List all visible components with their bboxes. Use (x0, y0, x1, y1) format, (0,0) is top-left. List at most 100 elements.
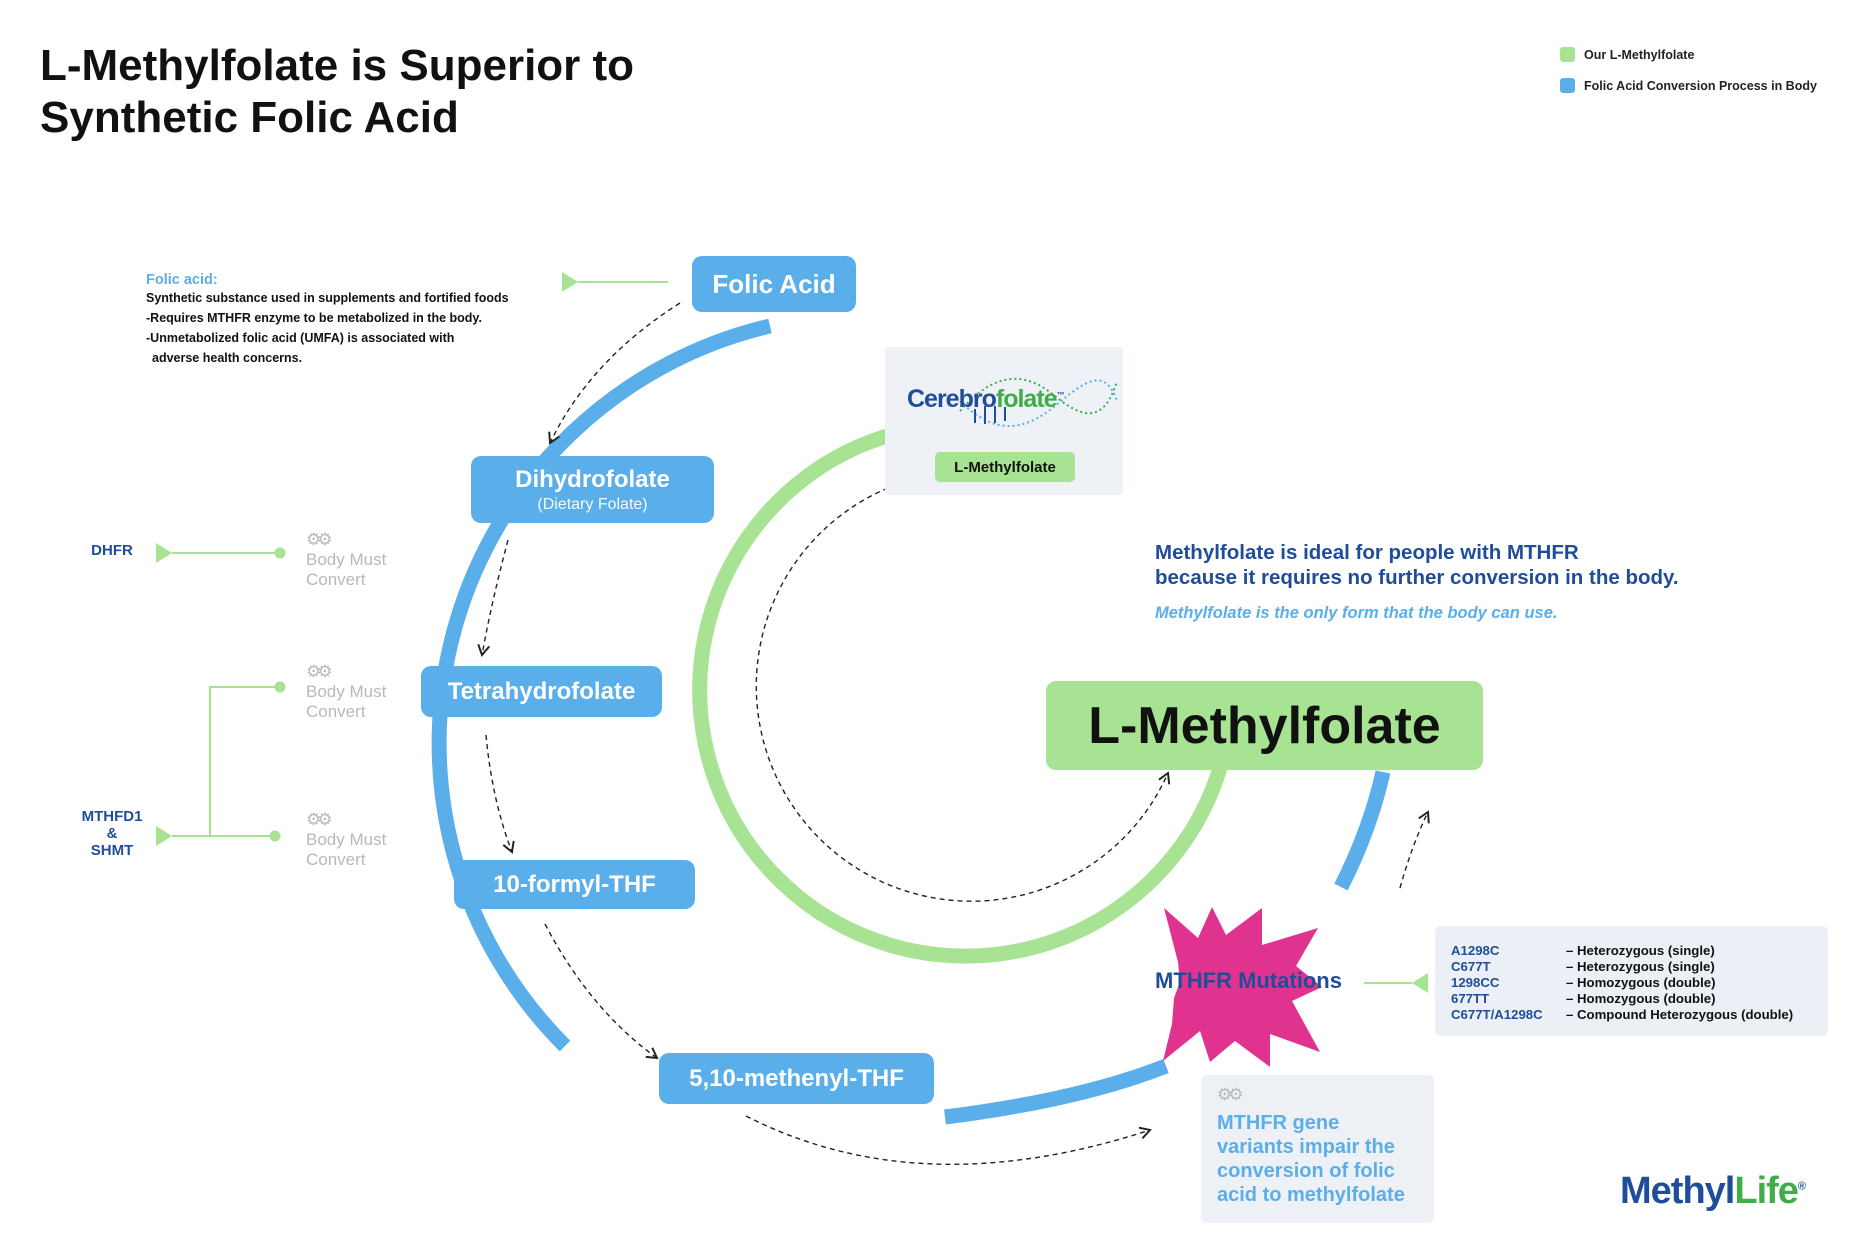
brand-part-1: Cerebro (907, 385, 997, 413)
mthfd1-connector-dot-2 (269, 830, 281, 842)
convert-note-line-2: Convert (306, 702, 366, 721)
info-sub: Methylfolate is the only form that the b… (1155, 604, 1558, 622)
node-10-formyl-thf-label: 10-formyl-THF (493, 870, 656, 898)
variant-code: C677T (1451, 959, 1491, 974)
folic-note-line-3: -Unmetabolized folic acid (UMFA) is asso… (146, 331, 455, 345)
cerebrofolate-logo: Cerebrofolate™ (907, 385, 1065, 414)
brand-part-2: folate (995, 385, 1058, 413)
gene-note-line-2: variants impair the (1217, 1136, 1395, 1158)
blue-conversion-arc-right (1334, 770, 1391, 891)
dashed-arrow-5 (745, 1115, 1152, 1165)
variant-row: C677T/A1298C – Compound Heterozygous (dou… (1451, 1007, 1793, 1023)
page-title: L-Methylfolate is Superior to Synthetic … (40, 40, 740, 144)
gears-icon: ⚙⚙ (1217, 1085, 1244, 1104)
variant-row: A1298C – Heterozygous (single) (1451, 943, 1715, 959)
folic-acid-note: Folic acid: Synthetic substance used in … (146, 272, 566, 368)
node-510-methenyl-thf: 5,10-methenyl-THF (659, 1053, 934, 1104)
variant-code: 677TT (1451, 991, 1490, 1006)
node-dihydrofolate-sub: (Dietary Folate) (537, 495, 648, 513)
blue-conversion-arc (431, 318, 772, 1052)
variant-row: 1298CC – Homozygous (double) (1451, 975, 1715, 991)
page-title-line-2: Synthetic Folic Acid (40, 93, 459, 142)
gene-note-line-1: MTHFR gene (1217, 1112, 1340, 1134)
node-tetrahydrofolate: Tetrahydrofolate (421, 666, 662, 717)
mthfd1-connector-top (209, 686, 280, 836)
gene-note-text: MTHFR gene variants impair the conversio… (1217, 1111, 1422, 1207)
convert-note-3: ⚙⚙ Body Must Convert (306, 810, 386, 870)
mthfr-variants-card: A1298C – Heterozygous (single) C677T – Het… (1435, 926, 1828, 1036)
variant-code: 1298CC (1451, 975, 1500, 990)
legend-label: Our L-Methylfolate (1584, 47, 1695, 62)
gears-icon: ⚙⚙ (306, 810, 333, 829)
green-methylfolate-ring (692, 428, 1228, 964)
convert-note-2: ⚙⚙ Body Must Convert (306, 662, 386, 722)
info-line-1: Methylfolate is ideal for people with MT… (1155, 541, 1579, 564)
node-dihydrofolate: Dihydrofolate (Dietary Folate) (471, 456, 714, 523)
legend-item-methylfolate: Our L-Methylfolate (1560, 47, 1694, 62)
convert-note-line-2: Convert (306, 850, 366, 869)
cerebrofolate-card: Cerebrofolate™ L-Methylfolate (885, 347, 1123, 495)
convert-note-line-1: Body Must (306, 550, 387, 569)
logo-part-1: Methyl (1620, 1170, 1735, 1212)
inner-dashed-arrow (755, 487, 1171, 902)
convert-note-1: ⚙⚙ Body Must Convert (306, 530, 386, 590)
dashed-arrow-6 (1399, 810, 1430, 889)
mthfr-mutations-label: MTHFR Mutations (1155, 968, 1342, 993)
dna-helix-icon (959, 377, 1118, 427)
blue-conversion-arc-bottom (944, 1059, 1169, 1125)
legend-item-folic-process: Folic Acid Conversion Process in Body (1560, 78, 1817, 93)
convert-note-line-1: Body Must (306, 830, 387, 849)
methyllife-logo: MethylLife® (1620, 1170, 1806, 1213)
convert-note-line-1: Body Must (306, 682, 387, 701)
brand-badge: L-Methylfolate (935, 452, 1075, 482)
info-line-2: because it requires no further conversio… (1155, 566, 1679, 589)
dhfr-connector-dot (274, 547, 286, 559)
logo-part-2: Life (1734, 1170, 1799, 1212)
variant-desc: – Compound Heterozygous (double) (1566, 1007, 1794, 1022)
enzyme-shmt: SHMT (90, 842, 134, 859)
gears-icon: ⚙⚙ (306, 530, 333, 549)
mthfr-gene-note: ⚙⚙ MTHFR gene variants impair the conver… (1201, 1075, 1434, 1223)
folic-note-line-2: -Requires MTHFR enzyme to be metabolized… (146, 311, 482, 325)
folic-note-line-1: Synthetic substance used in supplements … (146, 291, 509, 305)
info-main: Methylfolate is ideal for people with MT… (1155, 540, 1755, 590)
legend-swatch-green (1560, 47, 1575, 62)
l-methylfolate-box: L-Methylfolate (1046, 681, 1483, 770)
folic-note-line-4: adverse health concerns. (152, 351, 303, 365)
gears-icon: ⚙⚙ (306, 662, 333, 681)
node-folic-acid: Folic Acid (692, 256, 856, 312)
variant-desc: – Homozygous (double) (1566, 975, 1716, 990)
variant-row: 677TT – Homozygous (double) (1451, 991, 1715, 1007)
legend-swatch-blue (1560, 78, 1575, 93)
enzyme-mthfd1: MTHFD1 (81, 808, 143, 825)
variant-code: C677T/A1298C (1451, 1007, 1543, 1022)
dashed-arrow-1 (548, 302, 681, 445)
node-510-methenyl-thf-label: 5,10-methenyl-THF (689, 1064, 904, 1092)
node-tetrahydrofolate-label: Tetrahydrofolate (447, 677, 636, 705)
enzyme-dhfr: DHFR (91, 542, 133, 559)
convert-note-line-2: Convert (306, 570, 366, 589)
variant-desc: – Heterozygous (single) (1566, 943, 1715, 958)
gene-note-line-4: acid to methylfolate (1217, 1184, 1405, 1206)
enzyme-amp: & (106, 825, 118, 842)
node-dihydrofolate-label: Dihydrofolate (515, 465, 670, 493)
node-folic-acid-label: Folic Acid (712, 268, 836, 299)
variant-code: A1298C (1451, 943, 1500, 958)
enzyme-mthfd1-shmt: MTHFD1 & SHMT (70, 808, 154, 859)
logo-reg: ® (1797, 1180, 1806, 1193)
brand-tm: ™ (1056, 390, 1065, 400)
dashed-arrow-2 (477, 539, 509, 657)
dashed-arrow-4 (544, 923, 659, 1060)
variant-desc: – Heterozygous (single) (1566, 959, 1715, 974)
variant-desc: – Homozygous (double) (1566, 991, 1716, 1006)
folic-note-title: Folic acid: (146, 272, 218, 288)
gene-note-line-3: conversion of folic (1217, 1160, 1395, 1182)
page-title-line-1: L-Methylfolate is Superior to (40, 41, 635, 90)
node-10-formyl-thf: 10-formyl-THF (454, 860, 695, 909)
dashed-arrow-3 (485, 734, 515, 854)
legend-label: Folic Acid Conversion Process in Body (1584, 78, 1817, 93)
variant-row: C677T – Heterozygous (single) (1451, 959, 1715, 975)
mthfd1-connector-dot-1 (274, 681, 286, 693)
mthfr-burst-icon (1163, 907, 1322, 1067)
